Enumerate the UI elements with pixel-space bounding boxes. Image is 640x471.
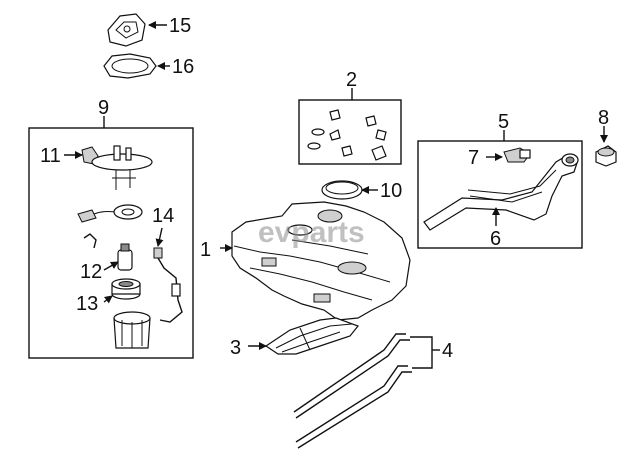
- callout-2: 2: [346, 69, 357, 91]
- part-7-vent-valve: [503, 147, 531, 163]
- part-4-tank-straps: [293, 333, 412, 449]
- callout-8: 8: [598, 107, 609, 129]
- callout-9: 9: [98, 97, 109, 119]
- part-8-filler-cap: [595, 145, 617, 167]
- part-3-heat-shield: [264, 317, 359, 355]
- callout-6: 6: [490, 228, 501, 250]
- callout-5: 5: [498, 111, 509, 133]
- leader-4-bracket: [410, 336, 433, 369]
- group-box-5: [417, 140, 583, 249]
- part-10-seal-ring: [321, 180, 363, 200]
- part-12-filter: [117, 243, 133, 271]
- callout-14: 14: [152, 205, 174, 227]
- callout-13: 13: [76, 293, 98, 315]
- leader-13: [103, 295, 113, 304]
- fuel-pump-reservoir: [113, 311, 151, 349]
- part-1-fuel-tank: [231, 201, 411, 321]
- callout-4: 4: [442, 340, 453, 362]
- hose-clip: [83, 233, 97, 249]
- callout-11: 11: [40, 145, 61, 167]
- part-13-strainer: [111, 278, 141, 300]
- callout-10: 10: [380, 180, 402, 202]
- callout-15: 15: [169, 15, 191, 37]
- group-box-9: [28, 127, 194, 359]
- fuel-level-sender: [77, 204, 143, 223]
- leader-12: [103, 261, 119, 271]
- fuel-pump-flange: [91, 145, 153, 190]
- callout-16: 16: [172, 56, 194, 78]
- callout-1: 1: [200, 239, 211, 261]
- callout-12: 12: [80, 261, 102, 283]
- part-6-filler-pipe: [423, 153, 579, 231]
- part-16-lock-ring: [103, 53, 157, 79]
- callout-7: 7: [468, 147, 479, 169]
- group-box-2: [298, 99, 402, 165]
- part-15-cover-plate: [107, 13, 146, 47]
- callout-3: 3: [230, 337, 241, 359]
- part-14-sender-arm: [153, 247, 183, 323]
- part-2-gasket-set: [307, 109, 387, 161]
- leader-14: [155, 227, 164, 247]
- watermark-logo: evparts: [258, 216, 365, 249]
